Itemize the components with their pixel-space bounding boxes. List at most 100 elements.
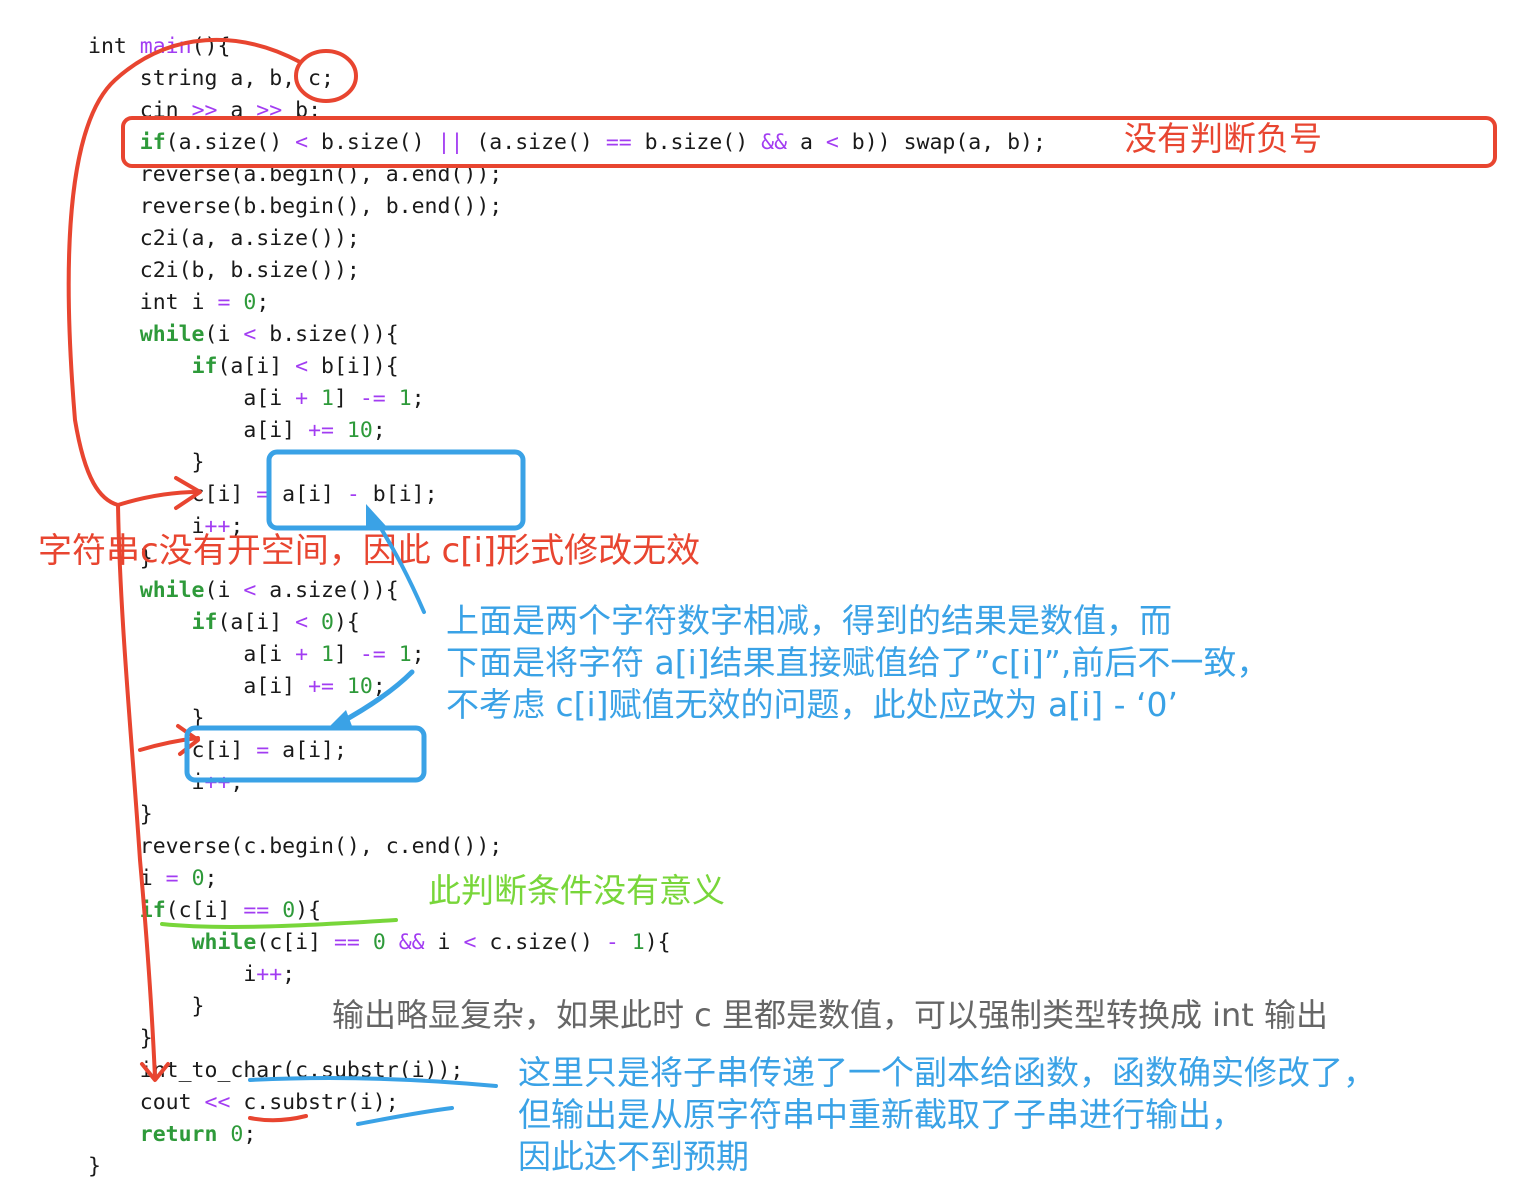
code-token: 0	[243, 290, 257, 315]
code-token: (c[i]	[256, 930, 334, 955]
code-token: >>	[191, 98, 218, 123]
code-token: &&	[398, 930, 425, 955]
code-token: <	[243, 578, 257, 603]
code-line: a[i + 1] -= 1;	[88, 640, 425, 670]
code-token: ++	[256, 962, 283, 987]
code-token: }	[88, 450, 205, 475]
code-line: reverse(b.begin(), b.end());	[88, 192, 502, 222]
code-token	[269, 898, 282, 923]
code-token: if	[191, 610, 218, 635]
code-token: main	[139, 34, 192, 59]
code-token	[230, 290, 243, 315]
blue-arrowhead-down	[326, 710, 352, 730]
code-token: =	[217, 290, 231, 315]
code-token	[334, 418, 347, 443]
code-token: ;	[204, 866, 218, 891]
code-line: }	[88, 448, 205, 478]
code-token	[88, 322, 140, 347]
code-token: ==	[605, 130, 632, 155]
annotation-inconsistent-line-3: 不考虑 c[i]赋值无效的问题，此处应改为 a[i] - ‘0’	[446, 685, 1179, 724]
code-token: (){	[191, 34, 231, 59]
code-token: ++	[204, 514, 231, 539]
code-token	[217, 1122, 230, 1147]
code-line: reverse(c.begin(), c.end());	[88, 832, 502, 862]
code-token	[88, 578, 140, 603]
code-line: while(i < b.size()){	[88, 320, 399, 350]
code-token: <	[243, 322, 257, 347]
code-token: ;	[411, 642, 425, 667]
code-token: (a[i]	[217, 354, 296, 379]
annotation-copy-only-line-3: 因此达不到预期	[518, 1137, 749, 1176]
code-token: +	[295, 386, 309, 411]
code-token: (i	[204, 578, 244, 603]
code-token	[88, 898, 140, 923]
code-token: 0	[230, 1122, 244, 1147]
code-line: int i = 0;	[88, 288, 270, 318]
code-line: while(c[i] == 0 && i < c.size() - 1){	[88, 928, 671, 958]
code-token: reverse(c.begin(), c.end());	[88, 834, 503, 859]
code-token: 0	[282, 898, 296, 923]
code-token: a.size()){	[256, 578, 399, 603]
code-token: <	[295, 354, 309, 379]
code-token	[88, 610, 192, 635]
code-token: -	[605, 930, 619, 955]
annotation-string-no-space: 字符串c没有开空间，因此 c[i]形式修改无效	[38, 531, 701, 571]
code-token: 1	[631, 930, 645, 955]
code-token: (i	[204, 322, 244, 347]
code-line: if(a[i] < 0){	[88, 608, 360, 638]
annotation-output-complex: 输出略显复杂，如果此时 c 里都是数值，可以强制类型转换成 int 输出	[332, 996, 1329, 1034]
code-token: (a.size()	[463, 130, 606, 155]
code-token	[179, 866, 192, 891]
code-token: c.size()	[476, 930, 606, 955]
code-token: 10	[346, 418, 373, 443]
code-token	[88, 130, 140, 155]
code-token: =	[256, 482, 270, 507]
code-token: if	[139, 130, 166, 155]
code-line: }	[88, 800, 153, 830]
code-token: <<	[204, 1090, 231, 1115]
code-token: i	[88, 770, 205, 795]
code-token: =	[165, 866, 179, 891]
code-token: c2i(b, b.size());	[88, 258, 360, 283]
code-token: 0	[372, 930, 386, 955]
code-token: i	[88, 866, 166, 891]
code-token: c[i]	[88, 738, 257, 763]
code-line: return 0;	[88, 1120, 257, 1150]
code-token	[360, 930, 373, 955]
code-line: i++;	[88, 768, 244, 798]
code-token: 1	[398, 386, 412, 411]
code-token: }	[88, 1154, 101, 1179]
code-token: ==	[333, 930, 360, 955]
code-token: cout	[88, 1090, 205, 1115]
code-line: i++;	[88, 960, 295, 990]
code-line: }	[88, 704, 205, 734]
code-token: ;	[372, 418, 386, 443]
code-token: <	[295, 130, 309, 155]
code-token: string a, b, c;	[88, 66, 334, 91]
code-line: c2i(b, b.size());	[88, 256, 360, 286]
code-token: ;	[256, 290, 270, 315]
code-token: b.size()){	[256, 322, 399, 347]
code-token: =	[256, 738, 270, 763]
code-token: return	[139, 1122, 218, 1147]
code-token	[88, 354, 192, 379]
code-token: ;	[230, 770, 244, 795]
code-token: a[i	[88, 642, 296, 667]
code-token: reverse(a.begin(), a.end());	[88, 162, 503, 187]
code-token: b.size()	[631, 130, 762, 155]
code-token: a	[787, 130, 826, 155]
code-line: if(c[i] == 0){	[88, 896, 321, 926]
code-token: a[i]	[269, 482, 347, 507]
code-token: if	[139, 898, 166, 923]
code-token: <	[295, 610, 309, 635]
annotation-meaningless-condition: 此判断条件没有意义	[428, 871, 725, 910]
annotation-no-sign-check: 没有判断负号	[1124, 119, 1322, 158]
code-token: }	[88, 994, 205, 1019]
code-token: 0	[321, 610, 334, 635]
code-token: -	[346, 482, 360, 507]
code-token	[334, 674, 347, 699]
annotation-inconsistent-line-1: 上面是两个字符数字相减，得到的结果是数值，而	[446, 601, 1172, 640]
code-token	[619, 930, 632, 955]
code-token: (a[i]	[217, 610, 296, 635]
code-line: }	[88, 992, 205, 1022]
